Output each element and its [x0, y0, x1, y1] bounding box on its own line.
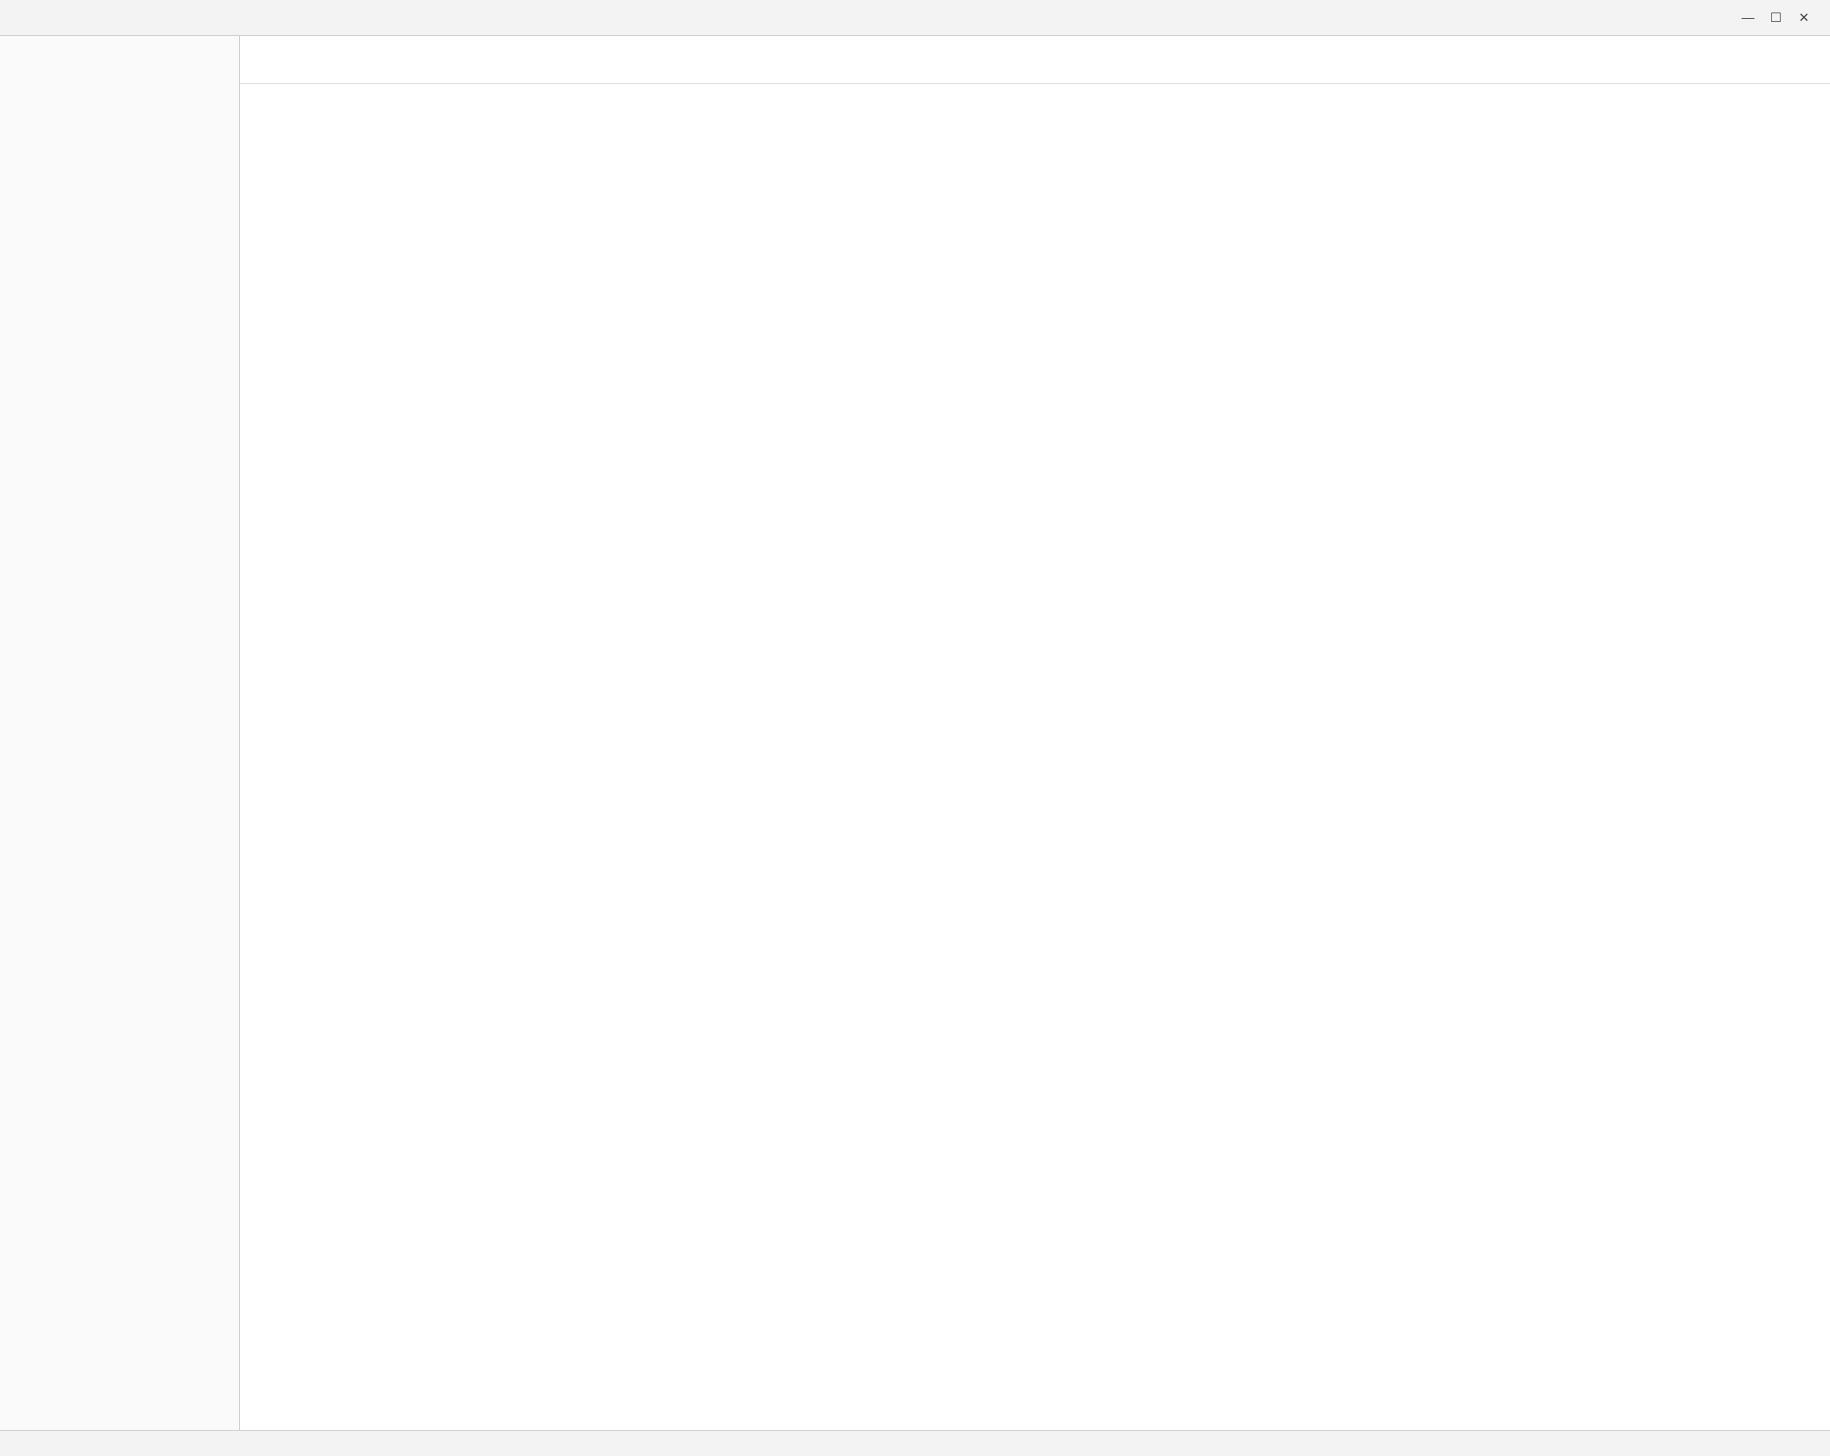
window-body: [0, 36, 1830, 1430]
maximize-icon[interactable]: ☐: [1770, 9, 1782, 25]
minimize-icon[interactable]: —: [1741, 10, 1755, 25]
sidebar: [0, 36, 240, 1430]
content-area: [240, 84, 1830, 1430]
main-panel: [240, 36, 1830, 1430]
status-bar: [0, 1430, 1830, 1456]
title-bar: — ☐ ✕: [0, 0, 1830, 36]
close-icon[interactable]: ✕: [1798, 9, 1810, 25]
page-title: [240, 36, 1830, 84]
